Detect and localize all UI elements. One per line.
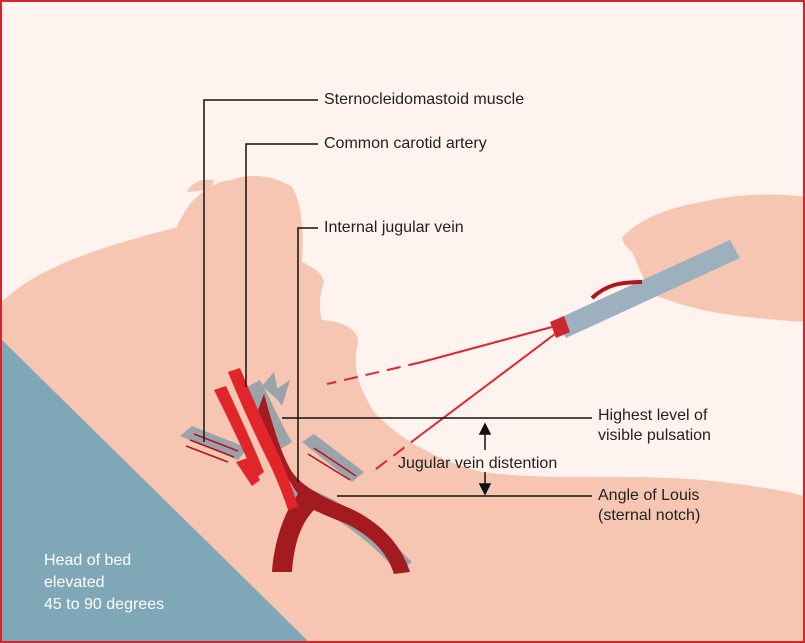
label-bed-line2: elevated xyxy=(44,572,164,594)
label-louis-line2: (sternal notch) xyxy=(598,506,700,526)
label-bed-line1: Head of bed xyxy=(44,550,164,572)
label-louis-line1: Angle of Louis xyxy=(598,486,700,506)
label-angle-of-louis: Angle of Louis (sternal notch) xyxy=(598,486,700,526)
label-highest-level: Highest level of visible pulsation xyxy=(598,406,711,446)
label-head-of-bed: Head of bed elevated 45 to 90 degrees xyxy=(44,550,164,616)
label-highest-line2: visible pulsation xyxy=(598,426,711,446)
label-internal-jugular: Internal jugular vein xyxy=(324,218,464,238)
label-common-carotid: Common carotid artery xyxy=(324,134,487,154)
label-bed-line3: 45 to 90 degrees xyxy=(44,594,164,616)
label-highest-line1: Highest level of xyxy=(598,406,711,426)
label-jvd: Jugular vein distention xyxy=(398,454,557,474)
label-sternocleidomastoid: Sternocleidomastoid muscle xyxy=(324,90,524,110)
